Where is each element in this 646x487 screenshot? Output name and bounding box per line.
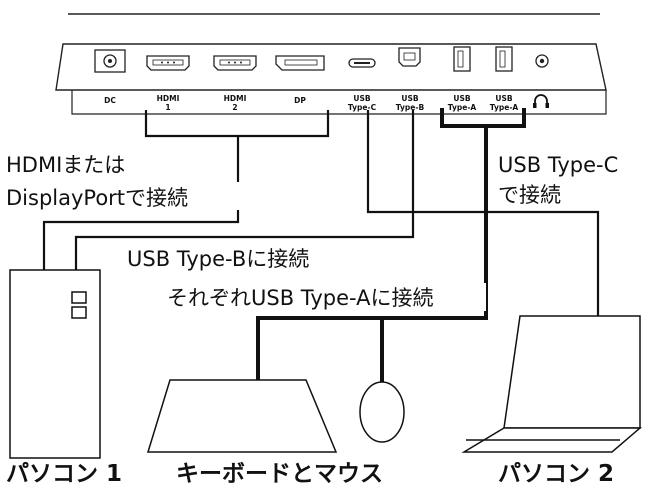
hdmi-dp-cable [42, 136, 240, 270]
keyboard-icon [146, 379, 338, 453]
port-label-usba2: USB [495, 94, 512, 103]
monitor-rear-panel: DC HDMI 1 HDMI 2 DP USB Type-C USB Type-… [55, 13, 607, 115]
port-label-usba1-type: Type-A [448, 103, 477, 112]
audio-jack [535, 54, 549, 68]
label-pc2: パソコン 2 [498, 461, 614, 487]
usb-c-cable [366, 110, 600, 322]
usb-a-cable [256, 126, 488, 380]
port-label-usbb-type: Type-B [396, 103, 425, 112]
callout-usb-b: USB Type-Bに接続 [127, 247, 309, 271]
usb-a-port-1 [453, 46, 471, 72]
callouts: HDMIまたは DisplayPortで接続 USB Type-Bに接続 それぞ… [4, 150, 642, 311]
hdmi-port-1 [146, 55, 190, 71]
port-label-dc: DC [104, 96, 116, 105]
usb-b-port [398, 47, 421, 67]
port-label-hdmi2: HDMI [224, 94, 247, 103]
label-keyboard-mouse: キーボードとマウス [176, 461, 383, 487]
port-label-usbc: USB [353, 94, 370, 103]
pc2-laptop-icon [461, 315, 643, 453]
dc-port [94, 49, 126, 73]
usb-c-port [348, 58, 376, 68]
port-label-hdmi2-num: 2 [232, 103, 237, 112]
port-label-usba1: USB [453, 94, 470, 103]
headphone-icon [533, 94, 549, 108]
callout-usb-c-line2: で接続 [498, 183, 561, 207]
hdmi-port-2 [213, 55, 257, 71]
callout-hdmi-dp-line2: DisplayPortで接続 [6, 186, 188, 210]
mouse-icon [359, 381, 405, 443]
callout-usb-a: それぞれUSB Type-Aに接続 [167, 286, 434, 310]
port-label-usba2-type: Type-A [490, 103, 519, 112]
callout-hdmi-dp-line1: HDMIまたは [6, 153, 125, 177]
displayport-port [275, 55, 325, 71]
usb-b-cable [74, 110, 415, 270]
port-label-hdmi1-num: 1 [165, 103, 170, 112]
pc1-tower-icon [9, 269, 101, 459]
port-label-usbb: USB [401, 94, 418, 103]
cables [42, 108, 600, 384]
usb-a-bracket [440, 108, 526, 128]
port-label-usbc-type: Type-C [348, 103, 377, 112]
usb-a-port-2 [495, 46, 513, 72]
port-label-dp: DP [294, 96, 306, 105]
port-label-hdmi1: HDMI [157, 94, 180, 103]
label-pc1: パソコン 1 [6, 461, 122, 487]
callout-usb-c-line1: USB Type-C [498, 153, 618, 177]
